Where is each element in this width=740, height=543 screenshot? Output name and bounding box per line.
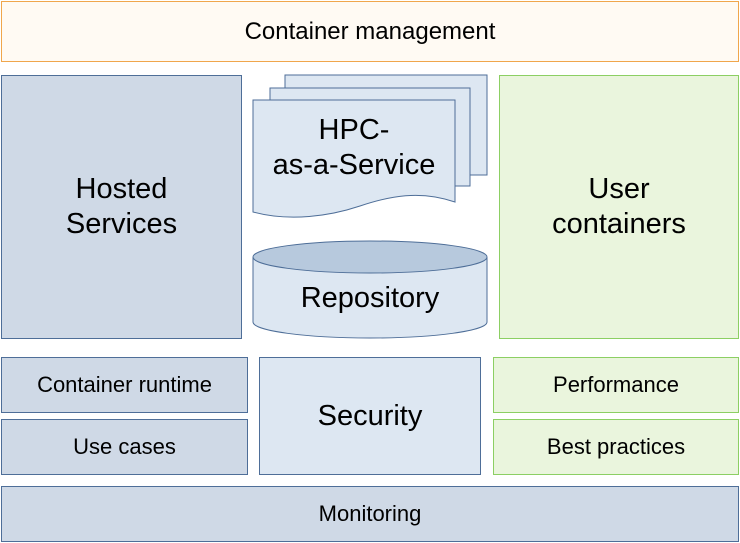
best-practices-label: Best practices [546, 434, 686, 459]
monitoring-box: Monitoring [1, 486, 739, 542]
repository-text: Repository [300, 281, 440, 314]
monitoring-label: Monitoring [318, 501, 422, 526]
container-management-label: Container management [244, 17, 496, 45]
user-containers-label: User containers [552, 173, 686, 240]
hpc-line-2: as-a-Service [272, 149, 436, 181]
performance-label: Performance [553, 372, 679, 397]
hpc-line-1: HPC- [318, 114, 390, 146]
repository-label: Repository [253, 278, 487, 318]
container-management-box: Container management [1, 1, 739, 62]
security-label: Security [317, 399, 423, 432]
repository-cylinder-body [252, 257, 488, 339]
hosted-services-box: Hosted Services [1, 75, 242, 339]
user-containers-box: User containers [499, 75, 739, 339]
container-runtime-label: Container runtime [37, 372, 212, 397]
repository-cylinder-top [252, 240, 488, 274]
best-practices-box: Best practices [493, 419, 739, 475]
document-page-front [252, 99, 456, 218]
use-cases-label: Use cases [73, 434, 176, 459]
use-cases-box: Use cases [1, 419, 248, 475]
hpc-as-a-service-label: HPC- as-a-Service [253, 112, 455, 184]
hosted-services-label: Hosted Services [65, 173, 178, 240]
container-runtime-box: Container runtime [1, 357, 248, 413]
security-box: Security [259, 357, 481, 475]
performance-box: Performance [493, 357, 739, 413]
